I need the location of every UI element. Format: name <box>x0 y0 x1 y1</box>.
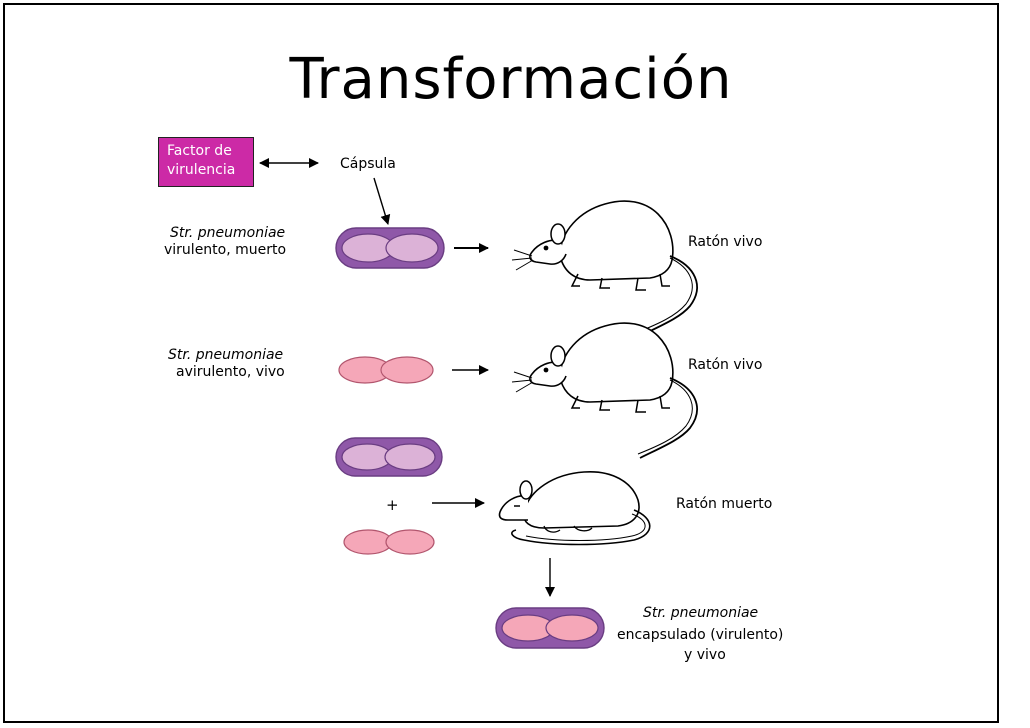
capsule-label: Cápsula <box>340 156 396 172</box>
row3-encapsulated-bacteria <box>335 437 443 477</box>
final-strain-name: Str. pneumoniae <box>643 605 759 621</box>
row3-result-label: Ratón muerto <box>676 496 773 512</box>
virulence-factor-box: Factor de virulencia <box>158 137 254 187</box>
slide-frame <box>3 3 999 723</box>
row2-live-mouse-icon <box>511 322 698 459</box>
row2-strain-state: avirulento, vivo <box>176 364 285 380</box>
row1-live-mouse-icon <box>511 200 698 337</box>
factor-box-line1: Factor de <box>167 143 232 159</box>
row3-nonencapsulated-bacteria <box>343 529 435 555</box>
row1-strain-name: Str. pneumoniae <box>170 225 286 241</box>
final-encapsulated-bacteria <box>495 607 605 649</box>
plus-sign: + <box>386 496 399 514</box>
row1-encapsulated-bacteria <box>335 227 445 269</box>
final-strain-type: encapsulado (virulento) <box>617 627 784 643</box>
row2-result-label: Ratón vivo <box>688 357 763 373</box>
capsule-pointer-arrow <box>373 177 391 225</box>
slide-title: Transformación <box>289 47 733 112</box>
row1-result-label: Ratón vivo <box>688 234 763 250</box>
row1-strain-state: virulento, muerto <box>164 242 287 258</box>
final-strain-state: y vivo <box>684 647 726 663</box>
factor-box-line2: virulencia <box>167 162 236 178</box>
row2-strain-name: Str. pneumoniae <box>168 347 284 363</box>
row3-dead-mouse-icon <box>498 470 651 546</box>
row2-nonencapsulated-bacteria <box>338 356 434 384</box>
